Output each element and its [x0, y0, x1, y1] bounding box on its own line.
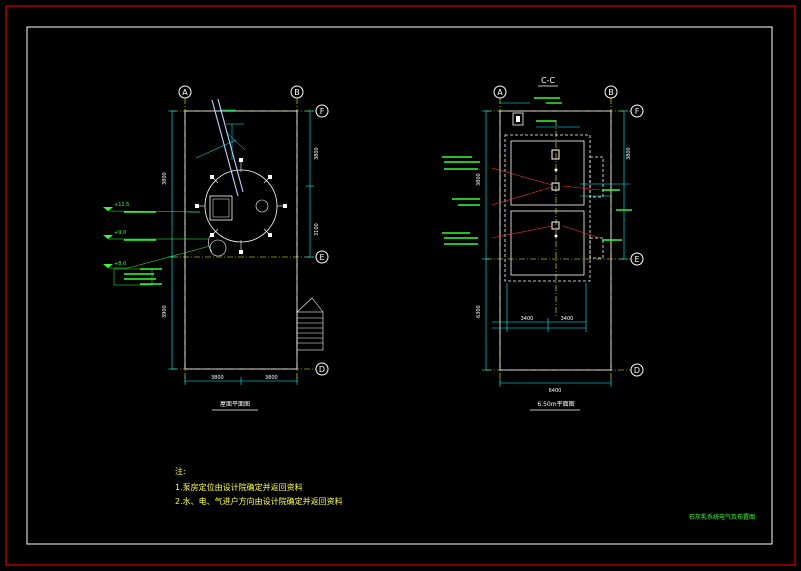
- drawing-border: [26, 26, 773, 545]
- outer-frame: [5, 5, 796, 566]
- pump-box: [512, 112, 524, 126]
- section-label: C-C: [541, 76, 555, 85]
- notes-line-2: 2.水、电、气进户方向由设计院确定并返回资料: [175, 496, 343, 506]
- left-leaders: [107, 210, 211, 286]
- right-dim-mid-2: 3400: [561, 316, 574, 322]
- axis-label-f-left: F: [320, 107, 325, 116]
- stair: [296, 297, 324, 351]
- left-plan: A B F E D: [103, 85, 329, 411]
- right-dim-mid-1: 3400: [521, 316, 534, 322]
- notes-line-1: 1.泵房定位由设计院确定并返回资料: [175, 482, 303, 492]
- axis-label-d-right: D: [634, 366, 640, 375]
- axis-label-b-left: B: [294, 88, 300, 97]
- axis-label-a-right: A: [497, 88, 503, 97]
- axis-label-f-right: F: [635, 107, 640, 116]
- axis-label-b-right: B: [608, 88, 614, 97]
- axis-label-a-left: A: [182, 88, 188, 97]
- left-building-outline: [184, 110, 298, 370]
- right-dim-left-1: 3800: [476, 173, 482, 186]
- tank-plan: [195, 98, 287, 257]
- right-plan-caption: 6.50m平面图: [537, 401, 574, 408]
- notes-heading: 注:: [175, 466, 186, 476]
- right-tanks: [504, 134, 604, 282]
- elevation-2: +9.0: [114, 230, 126, 236]
- axis-label-e-right: E: [634, 255, 639, 264]
- dim-right-2: 3100: [314, 223, 320, 236]
- elevation-3: +8.0: [114, 261, 126, 267]
- dim-bottom-2: 3800: [265, 375, 278, 381]
- right-dim-right-1: 3800: [626, 147, 632, 160]
- left-dimensions: [168, 110, 314, 385]
- axis-lines-left: [172, 98, 316, 382]
- notes: 注: 1.泵房定位由设计院确定并返回资料 2.水、电、气进户方向由设计院确定并返…: [175, 466, 343, 506]
- dim-left-2: 3900: [162, 305, 168, 318]
- right-equipment-marks: [551, 149, 560, 238]
- right-plan: C-C A B F E D: [442, 76, 644, 411]
- left-annotation-scribbles: [124, 110, 234, 285]
- right-annotation-scribbles: [442, 97, 632, 245]
- right-red-leaders: [491, 167, 601, 239]
- dim-left-1: 3800: [162, 172, 168, 185]
- right-dimensions: [482, 102, 630, 387]
- axis-label-e-left: E: [319, 253, 324, 262]
- tank-dims: [188, 109, 246, 213]
- left-plan-caption: 屋面平面图: [220, 401, 250, 408]
- left-elevation-marks: [103, 207, 113, 268]
- pump-box-fill: [516, 116, 520, 122]
- axis-label-d-left: D: [319, 365, 325, 374]
- dim-bottom-1: 3800: [211, 375, 224, 381]
- title-block-text: 石灰乳系统电气及布置图: [689, 513, 755, 521]
- right-dim-left-2: 6300: [476, 305, 482, 318]
- right-dim-bottom: 6400: [549, 388, 562, 394]
- dim-right-1: 3800: [314, 147, 320, 160]
- elevation-1: +11.5: [114, 202, 129, 208]
